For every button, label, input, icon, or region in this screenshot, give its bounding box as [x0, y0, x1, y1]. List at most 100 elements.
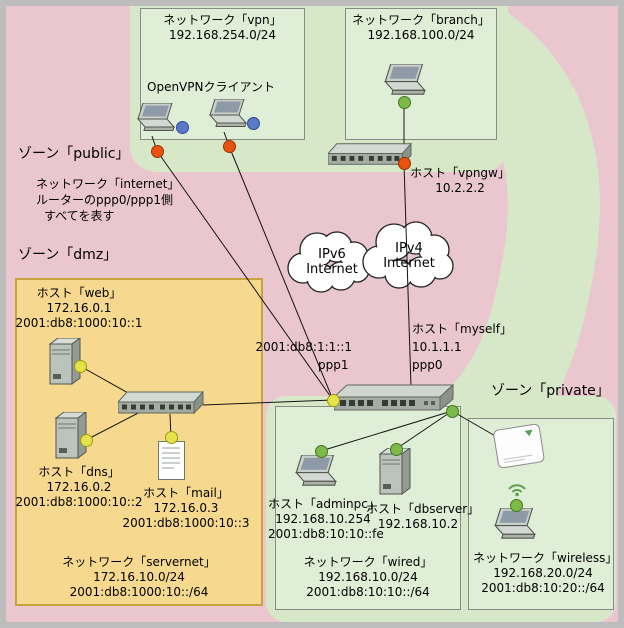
if-dot-mail: [164, 430, 178, 444]
server-icon: [46, 337, 82, 394]
servernet-cidr6: 2001:db8:1000:10::/64: [69, 585, 209, 599]
if-dot-vpngw: [397, 156, 411, 170]
internet-note-line2: ルーターのppp0/ppp1側: [36, 193, 174, 207]
mail-ip6: 2001:db8:1000:10::3: [122, 516, 250, 530]
ipv6-internet-cloud-label: IPv6 Internet: [304, 247, 360, 277]
branch-network-box: [345, 8, 497, 140]
web-host-label: ホスト「web」 172.16.0.1 2001:db8:1000:10::1: [5, 286, 153, 331]
router-ppp1-ip6-label: 2001:db8:1:1::1: [255, 340, 352, 354]
if-dot-vpn2-tunnel: [246, 116, 260, 130]
line-vpn2-to-ppp1: [228, 145, 334, 401]
document-icon: [157, 440, 187, 486]
wired-name: ネットワーク「wired」: [303, 555, 433, 569]
openvpn-client-label: OpenVPNクライアント: [147, 80, 275, 94]
vpn-network-label: ネットワーク「vpn」 192.168.254.0/24: [140, 13, 305, 43]
dns-host-label: ホスト「dns」 172.16.0.2 2001:db8:1000:10::2: [5, 465, 153, 510]
laptop-icon: [493, 507, 537, 546]
line-vpngw-to-ppp0: [403, 162, 412, 388]
dns-ip4: 172.16.0.2: [46, 480, 112, 494]
ipv6-cloud-fill: [289, 233, 368, 291]
if-dot-dbserver: [389, 442, 403, 456]
router-icon: [332, 383, 455, 420]
ipv6-cloud-line2: Internet: [306, 262, 358, 277]
mail-name: ホスト「mail」: [143, 486, 229, 500]
router-ppp0-label: ppp0: [412, 358, 443, 372]
if-dot-router-ppp1: [326, 393, 340, 407]
zone-private-label: ゾーン「private」: [491, 383, 610, 399]
ipv4-cloud-fill: [364, 223, 452, 287]
servernet-cidr4: 172.16.10.0/24: [93, 570, 185, 584]
wired-cidr4: 192.168.10.0/24: [318, 570, 418, 584]
laptop-icon: [208, 98, 248, 134]
server-icon: [52, 411, 88, 468]
dbserver-name: ホスト「dbserver」: [366, 502, 480, 516]
if-dot-dns: [79, 433, 93, 447]
internet-note-line3: すべてを表す: [44, 209, 115, 223]
myself-ip4: 10.1.1.1: [412, 340, 462, 354]
dbserver-ip4: 192.168.10.2: [377, 517, 459, 531]
servernet-network-label: ネットワーク「servernet」 172.16.10.0/24 2001:db…: [24, 555, 254, 600]
switch-icon: [326, 142, 413, 173]
if-dot-wireless-pc: [509, 498, 523, 512]
mail-host-label: ホスト「mail」 172.16.0.3 2001:db8:1000:10::3: [112, 486, 260, 531]
internet-network-note: ネットワーク「internet」 ルーターのppp0/ppp1側 すべてを表す: [36, 176, 236, 224]
switch-icon: [116, 390, 205, 421]
myself-name: ホスト「myself」: [412, 322, 512, 336]
wifi-icon: [505, 477, 529, 501]
adminpc-host-label: ホスト「adminpc」 192.168.10.254 2001:db8:10:…: [268, 497, 384, 542]
wired-cidr6: 2001:db8:10:10::/64: [306, 585, 430, 599]
internet-note-line1: ネットワーク「internet」: [36, 177, 180, 191]
dns-name: ホスト「dns」: [38, 465, 120, 479]
wireless-cidr6: 2001:db8:10:20::/64: [481, 581, 605, 595]
servernet-name: ネットワーク「servernet」: [62, 555, 216, 569]
ipv4-cloud-line1: IPv4: [395, 241, 423, 256]
line-vpn1-to-ppp1: [156, 150, 334, 401]
laptop-icon: [294, 454, 338, 493]
branch-network-name: ネットワーク「branch」: [352, 13, 490, 27]
laptop-icon: [383, 63, 427, 102]
wired-network-box: [275, 406, 461, 610]
web-ip6: 2001:db8:1000:10::1: [15, 316, 143, 330]
vpngw-name: ホスト「vpngw」: [410, 166, 510, 180]
line-router-to-dbserver: [395, 410, 453, 450]
web-ip4: 172.16.0.1: [46, 301, 112, 315]
if-dot-adminpc: [314, 444, 328, 458]
web-name: ホスト「web」: [36, 286, 122, 300]
if-dot-router-lan: [445, 404, 459, 418]
ipv4-internet-cloud-label: IPv4 Internet: [381, 241, 437, 271]
line-router-to-adminpc: [320, 410, 453, 452]
wireless-network-label: ネットワーク「wireless」 192.168.20.0/24 2001:db…: [473, 551, 618, 596]
if-dot-vpn1-public: [150, 144, 164, 158]
adminpc-ip4: 192.168.10.254: [275, 512, 371, 526]
branch-network-label: ネットワーク「branch」 192.168.100.0/24: [345, 13, 497, 43]
if-dot-vpn2-public: [222, 139, 236, 153]
dbserver-host-label: ホスト「dbserver」 192.168.10.2: [366, 502, 480, 532]
router-ppp1-label: ppp1: [318, 358, 349, 372]
vpngw-ip: 10.2.2.2: [435, 181, 485, 195]
access-point-icon: [487, 419, 551, 479]
line-switch-to-router: [202, 399, 334, 406]
if-dot-branch-pc: [397, 95, 411, 109]
laptop-icon: [136, 102, 176, 138]
vpn-network-name: ネットワーク「vpn」: [163, 13, 282, 27]
if-dot-web: [73, 359, 87, 373]
adminpc-ip6: 2001:db8:10:10::fe: [268, 527, 384, 541]
if-dot-vpn1-tunnel: [175, 120, 189, 134]
dns-ip6: 2001:db8:1000:10::2: [15, 495, 143, 509]
ipv4-cloud-line2: Internet: [383, 256, 435, 271]
line-switch-to-dns: [85, 408, 147, 441]
wireless-cidr4: 192.168.20.0/24: [493, 566, 593, 580]
myself-host-label: ホスト「myself」 10.1.1.1 ppp0: [412, 320, 522, 374]
server-icon: [376, 447, 412, 504]
zone-public-label: ゾーン「public」: [18, 146, 130, 162]
ipv6-cloud-line1: IPv6: [318, 247, 346, 262]
zone-dmz-label: ゾーン「dmz」: [18, 247, 118, 263]
mail-ip4: 172.16.0.3: [153, 501, 219, 515]
wired-network-label: ネットワーク「wired」 192.168.10.0/24 2001:db8:1…: [288, 555, 448, 600]
adminpc-name: ホスト「adminpc」: [268, 497, 380, 511]
vpngw-host-label: ホスト「vpngw」 10.2.2.2: [410, 166, 510, 196]
vpn-network-cidr: 192.168.254.0/24: [168, 28, 277, 42]
wireless-name: ネットワーク「wireless」: [473, 551, 618, 565]
